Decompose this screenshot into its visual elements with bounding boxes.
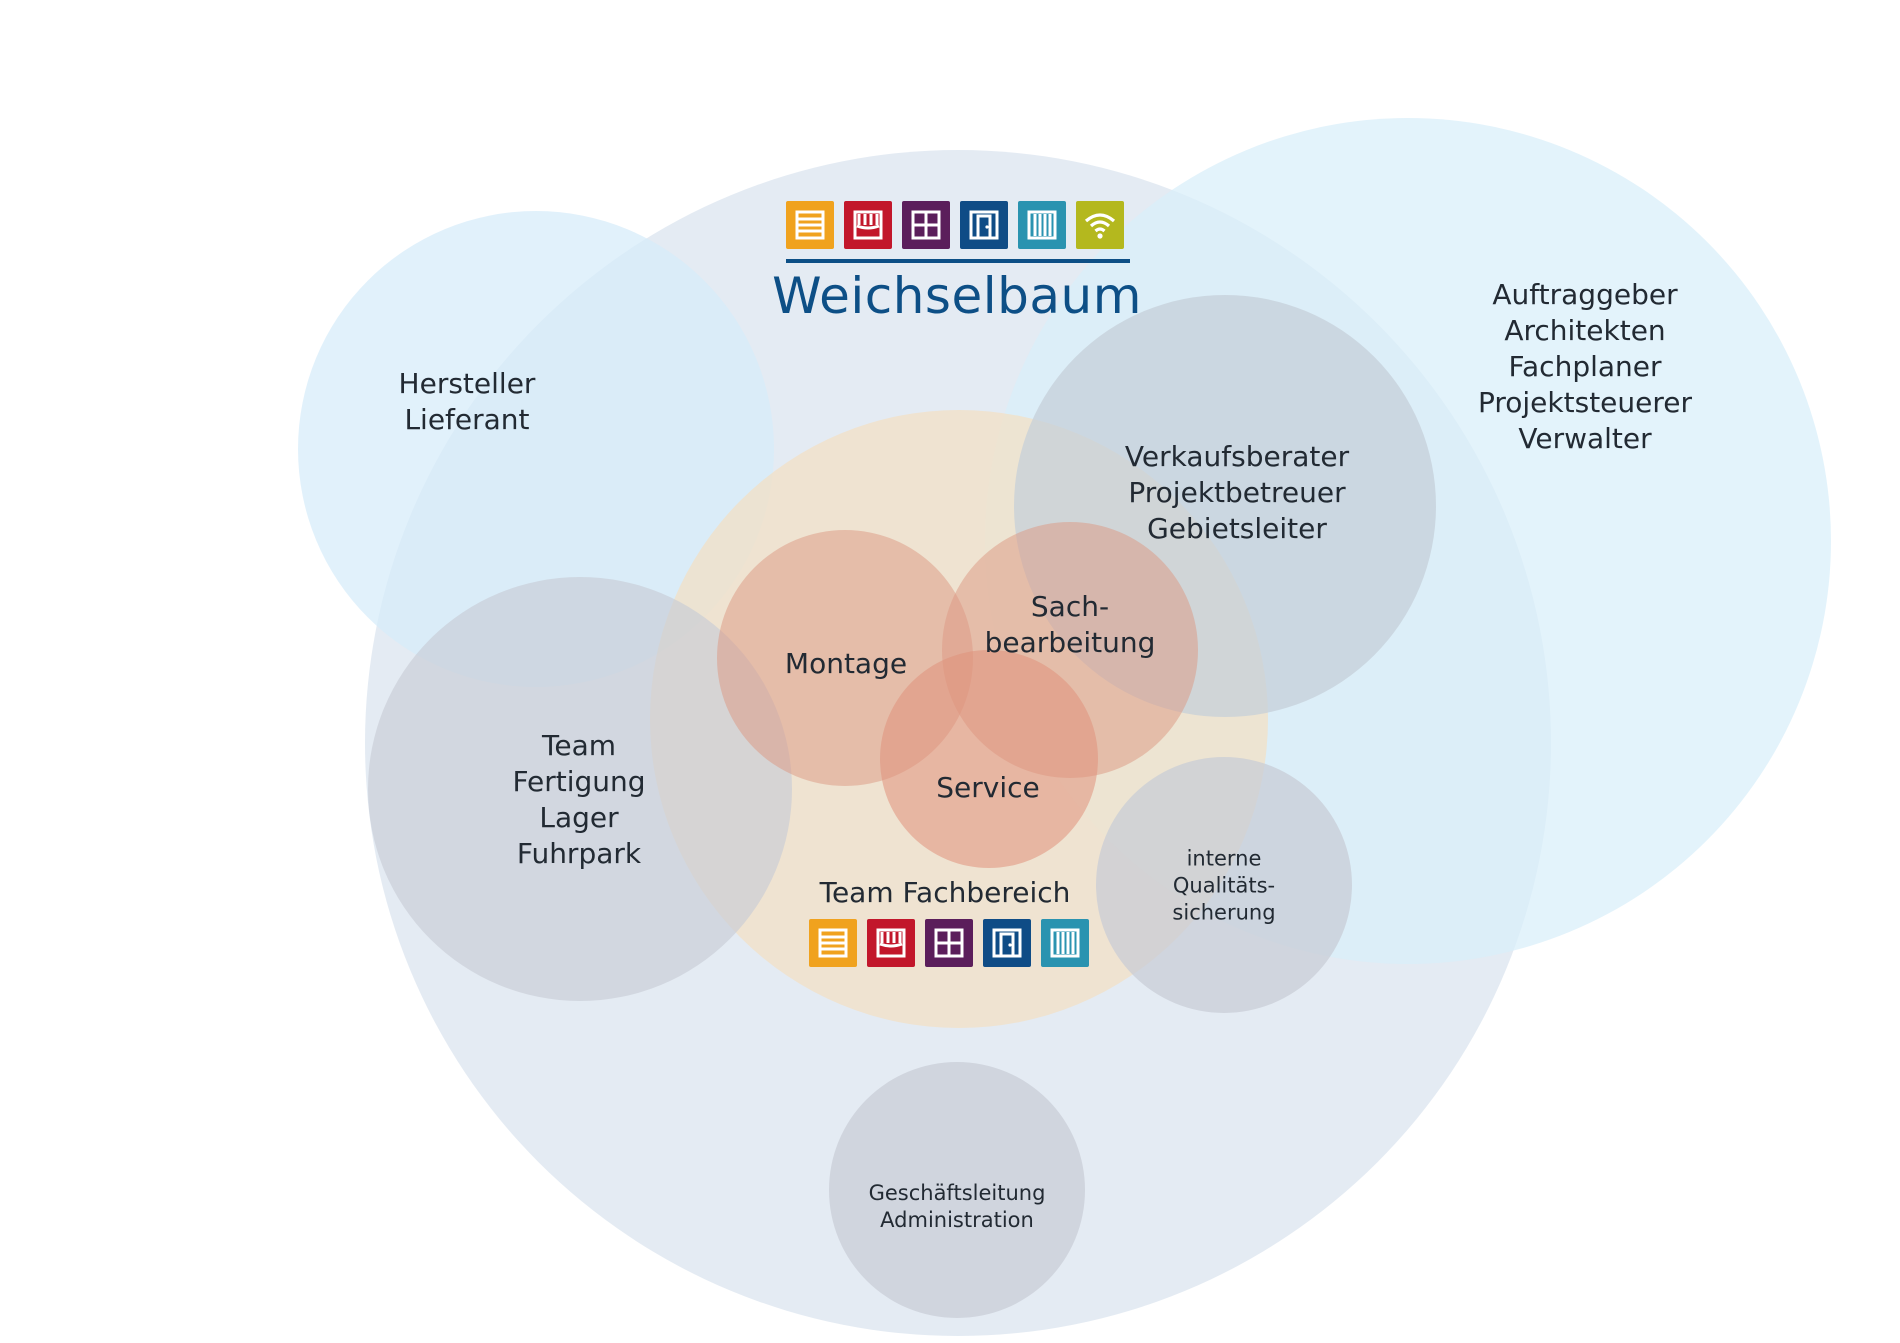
label-line: Fertigung <box>512 765 646 798</box>
label-line: Qualitäts- <box>1172 873 1276 898</box>
label-line: Service <box>936 771 1040 804</box>
blind-icon-glyph <box>795 210 825 240</box>
qa-circle <box>1096 757 1352 1013</box>
blind-icon <box>786 201 834 249</box>
label-qa: interne Qualitäts- sicherung <box>1172 846 1275 927</box>
window-icon-glyph <box>911 210 941 240</box>
gate-icon-glyph <box>1050 928 1080 958</box>
label-assembly: Montage <box>785 646 907 682</box>
brand-icon-row <box>786 201 1124 249</box>
window-icon <box>925 919 973 967</box>
service-circle <box>880 650 1098 868</box>
label-clients: Auftraggeber Architekten Fachplaner Proj… <box>1478 277 1692 457</box>
label-line: Lieferant <box>404 403 530 436</box>
awning-icon <box>844 201 892 249</box>
label-clerical: Sach- bearbeitung <box>985 589 1156 661</box>
gate-icon <box>1041 919 1089 967</box>
logo-divider <box>786 259 1130 263</box>
label-line: Lager <box>539 801 619 834</box>
label-line: Projektsteuerer <box>1477 386 1693 419</box>
awning-icon <box>867 919 915 967</box>
label-line: Geschäftsleitung <box>868 1181 1046 1205</box>
label-line: Fuhrpark <box>516 837 642 870</box>
label-line: Verwalter <box>1518 422 1652 455</box>
label-service: Service <box>936 770 1039 806</box>
label-line: Projektbetreuer <box>1128 476 1346 509</box>
window-icon-glyph <box>934 928 964 958</box>
label-line: Verkaufsberater <box>1124 440 1350 473</box>
label-line: Administration <box>880 1208 1034 1232</box>
label-suppliers: Hersteller Lieferant <box>399 366 536 438</box>
door-icon-glyph <box>969 210 999 240</box>
label-line: Gebietsleiter <box>1147 512 1327 545</box>
label-line: sicherung <box>1172 900 1276 925</box>
label-line: interne <box>1186 846 1262 871</box>
awning-icon-glyph <box>876 928 906 958</box>
gate-icon <box>1018 201 1066 249</box>
wifi-icon-glyph <box>1084 213 1116 239</box>
door-icon <box>960 201 1008 249</box>
label-line: Hersteller <box>398 367 536 400</box>
label-production: Team Fertigung Lager Fuhrpark <box>512 728 645 872</box>
label-sales: Verkaufsberater Projektbetreuer Gebietsl… <box>1125 439 1349 547</box>
label-team-area: Team Fachbereich <box>820 875 1071 911</box>
brand-name: Weichselbaum <box>772 267 1142 325</box>
label-line: Team Fachbereich <box>819 876 1071 909</box>
window-icon <box>902 201 950 249</box>
blind-icon <box>809 919 857 967</box>
label-management: Geschäftsleitung Administration <box>869 1180 1046 1234</box>
door-icon <box>983 919 1031 967</box>
wifi-icon <box>1076 201 1124 249</box>
awning-icon-glyph <box>853 210 883 240</box>
label-line: Fachplaner <box>1508 350 1662 383</box>
label-line: Sach- <box>1030 590 1110 623</box>
team-icon-row <box>809 919 1089 967</box>
management-circle <box>829 1062 1085 1318</box>
label-line: Team <box>541 729 617 762</box>
gate-icon-glyph <box>1027 210 1057 240</box>
door-icon-glyph <box>992 928 1022 958</box>
blind-icon-glyph <box>818 928 848 958</box>
label-line: bearbeitung <box>984 626 1156 659</box>
label-line: Montage <box>784 647 908 680</box>
label-line: Architekten <box>1504 314 1666 347</box>
label-line: Auftraggeber <box>1492 278 1678 311</box>
